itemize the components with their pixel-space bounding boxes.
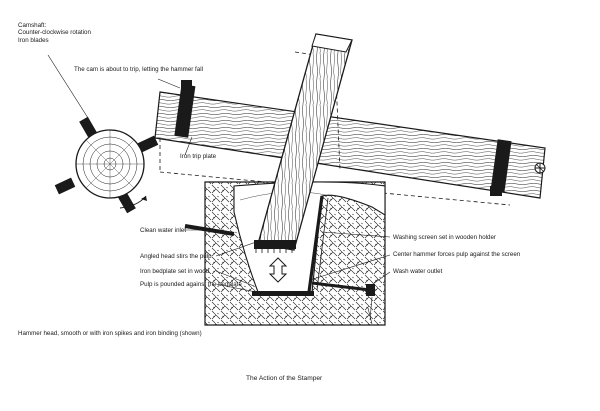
center-hammer-label: Center hammer forces pulp against the sc… (393, 251, 521, 258)
camshaft-label-line-2: Counter-clockwise rotation (18, 29, 91, 37)
hammer-head (254, 240, 296, 249)
cam-trip-label: The cam is about to trip, letting the ha… (74, 66, 203, 73)
beam-band-left (174, 84, 196, 138)
camshaft (54, 116, 159, 214)
camshaft-label: Camshaft: Counter-clockwise rotation Iro… (18, 22, 91, 44)
iron-bedplate (252, 291, 314, 296)
hammer (254, 33, 353, 253)
clean-water-inlet-label: Clean water inlet (140, 227, 187, 234)
wash-water-outlet-label: Wash water outlet (393, 268, 443, 275)
iron-trip-plate-label: Iron trip plate (180, 153, 217, 160)
washing-screen-label: Washing screen set in wooden holder (393, 234, 496, 241)
camshaft-label-line-1: Camshaft: (18, 22, 47, 29)
pivot-icon (534, 162, 546, 174)
double-arrow-icon (268, 257, 288, 283)
beam-band-right (490, 139, 512, 193)
lever-beam (154, 80, 546, 199)
leader-lines (47, 54, 391, 293)
angled-head-label: Angled head stirs the pulp (140, 253, 212, 260)
outlet-pipe (311, 281, 371, 292)
camshaft-label-line-3: Iron blades (18, 36, 49, 44)
figure-caption: The Action of the Stamper (246, 375, 323, 382)
washing-screen (307, 195, 324, 293)
hammer-head-label: Hammer head, smooth or with iron spikes … (18, 330, 202, 337)
pulp-pounded-label: Pulp is pounded against the bedplate (140, 281, 242, 288)
iron-bedplate-label: Iron bedplate set in wood (140, 268, 210, 275)
